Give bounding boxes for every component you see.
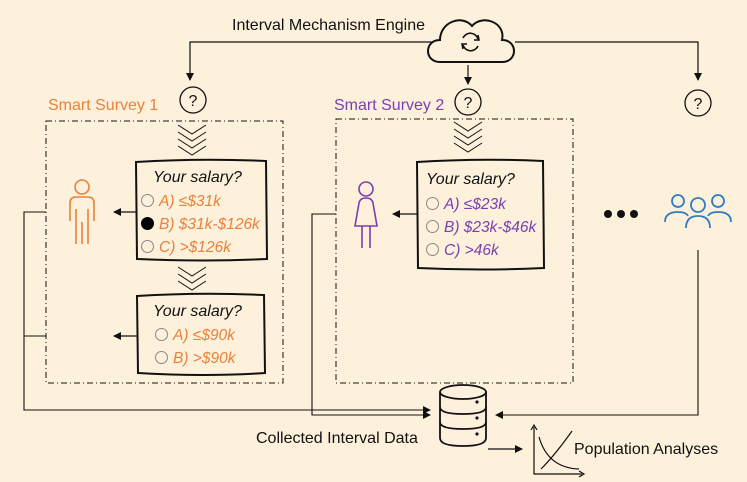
survey2-card1-question: Your salary? bbox=[426, 171, 515, 188]
radio-selected-icon[interactable] bbox=[141, 217, 154, 230]
engine-connectors bbox=[186, 41, 702, 85]
option-label: B) $31k-$126k bbox=[159, 216, 260, 233]
people-group-icon bbox=[664, 194, 732, 229]
card-to-person-arrows bbox=[113, 208, 417, 340]
radio-icon[interactable] bbox=[426, 220, 439, 233]
svg-text:?: ? bbox=[464, 95, 473, 112]
engine-title: Interval Mechanism Engine bbox=[232, 17, 425, 34]
survey1-card2-question: Your salary? bbox=[153, 303, 242, 320]
option-label: A) ≤$31k bbox=[159, 193, 221, 210]
survey2-card1-option-b[interactable]: B) $23k-$46k bbox=[426, 219, 536, 237]
curve-chart-icon bbox=[530, 423, 586, 478]
question-circle-icon: ? bbox=[454, 88, 482, 116]
radio-icon[interactable] bbox=[426, 243, 439, 256]
collected-interval-data-label: Collected Interval Data bbox=[256, 430, 418, 447]
svg-text:?: ? bbox=[694, 96, 703, 113]
radio-icon[interactable] bbox=[141, 194, 154, 207]
chevron-down-icon bbox=[177, 124, 207, 156]
radio-icon[interactable] bbox=[155, 328, 168, 341]
survey2-card1-border bbox=[415, 158, 546, 271]
survey1-card2-border bbox=[135, 292, 267, 376]
person-female-icon bbox=[354, 181, 378, 248]
survey1-title: Smart Survey 1 bbox=[48, 97, 159, 114]
survey1-frame bbox=[45, 120, 284, 384]
option-label: C) >$126k bbox=[159, 239, 231, 256]
question-circle-icon: ? bbox=[684, 89, 712, 117]
database-icon bbox=[439, 384, 487, 447]
radio-icon[interactable] bbox=[426, 197, 439, 210]
population-analyses-label: Population Analyses bbox=[574, 441, 719, 458]
option-label: A) ≤$90k bbox=[173, 327, 235, 344]
svg-text:?: ? bbox=[189, 93, 198, 110]
survey1-card2-option-a[interactable]: A) ≤$90k bbox=[155, 327, 235, 345]
data-flow-lines bbox=[23, 211, 699, 419]
chevron-down-icon bbox=[177, 266, 207, 291]
survey1-card1-option-b[interactable]: B) $31k-$126k bbox=[141, 216, 260, 234]
option-label: B) $23k-$46k bbox=[444, 219, 537, 236]
survey1-card1-question: Your salary? bbox=[153, 169, 242, 186]
person-icon bbox=[69, 179, 95, 244]
chevron-down-icon bbox=[453, 121, 483, 153]
survey2-card1-option-a[interactable]: A) ≤$23k bbox=[426, 196, 506, 214]
option-label: A) ≤$23k bbox=[444, 196, 506, 213]
survey2-frame bbox=[335, 118, 574, 384]
question-circle-icon: ? bbox=[179, 86, 207, 114]
survey1-card1-option-c[interactable]: C) >$126k bbox=[141, 239, 231, 257]
survey2-title: Smart Survey 2 bbox=[334, 97, 445, 114]
survey1-card2-option-b[interactable]: B) >$90k bbox=[155, 350, 235, 368]
option-label: B) >$90k bbox=[173, 350, 236, 367]
survey1-card1-option-a[interactable]: A) ≤$31k bbox=[141, 193, 221, 211]
option-label: C) >46k bbox=[444, 242, 499, 259]
radio-icon[interactable] bbox=[141, 240, 154, 253]
cloud-sync-icon bbox=[427, 19, 515, 63]
survey1-card1-border bbox=[134, 158, 269, 262]
ellipsis-icon bbox=[604, 210, 638, 218]
radio-icon[interactable] bbox=[155, 351, 168, 364]
survey2-card1-option-c[interactable]: C) >46k bbox=[426, 242, 499, 260]
